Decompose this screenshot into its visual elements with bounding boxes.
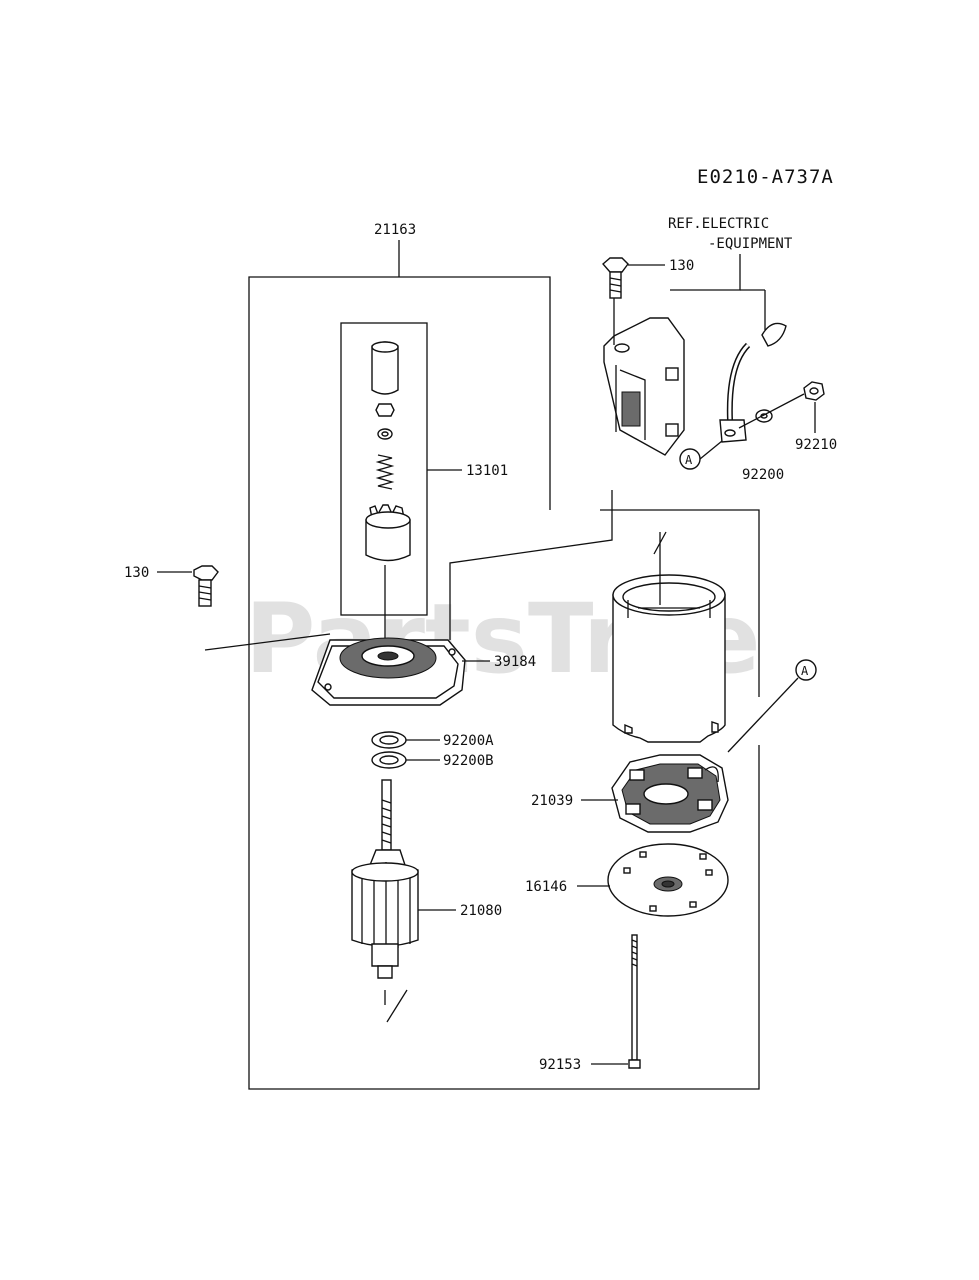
bolt-left[interactable] <box>193 565 219 607</box>
label-plate[interactable]: 16146 <box>525 879 567 895</box>
solenoid-bracket[interactable] <box>603 317 685 456</box>
label-brush-holder[interactable]: 21039 <box>531 793 573 809</box>
label-armature[interactable]: 21080 <box>460 903 502 919</box>
bracket[interactable] <box>311 637 466 706</box>
through-bolt[interactable] <box>628 934 641 1069</box>
label-bracket[interactable]: 39184 <box>494 654 536 670</box>
yoke-housing[interactable] <box>612 574 726 743</box>
callout-a-top <box>679 448 701 470</box>
callout-a-top-label: A <box>685 453 693 467</box>
label-washer-a[interactable]: 92200A <box>443 733 494 749</box>
bolt-top[interactable] <box>602 257 629 299</box>
lead-wire[interactable] <box>719 290 787 443</box>
washer-a[interactable] <box>371 731 407 749</box>
label-bolt-top[interactable]: 130 <box>669 258 694 274</box>
callout-a-right <box>795 659 817 681</box>
label-bolt-left[interactable]: 130 <box>124 565 149 581</box>
ref-note-line1: REF.ELECTRIC <box>668 216 769 232</box>
plate[interactable] <box>607 843 729 917</box>
brush-holder[interactable] <box>611 754 729 833</box>
pinion-set[interactable] <box>365 341 411 562</box>
callout-a-right-label: A <box>801 664 809 678</box>
diagram-code: E0210-A737A <box>697 166 834 188</box>
label-washer-b[interactable]: 92200B <box>443 753 494 769</box>
pinion-set-box <box>340 322 428 616</box>
nut[interactable] <box>755 381 825 423</box>
label-pinion-set[interactable]: 13101 <box>466 463 508 479</box>
washer-b[interactable] <box>371 751 407 769</box>
ref-note-line2: -EQUIPMENT <box>708 236 793 252</box>
armature[interactable] <box>351 779 419 979</box>
label-nut[interactable]: 92210 <box>795 437 837 453</box>
assembly-outline <box>248 240 760 1090</box>
label-through-bolt[interactable]: 92153 <box>539 1057 581 1073</box>
label-starter-assembly[interactable]: 21163 <box>374 222 416 238</box>
label-lead-wire[interactable]: 92200 <box>742 467 784 483</box>
